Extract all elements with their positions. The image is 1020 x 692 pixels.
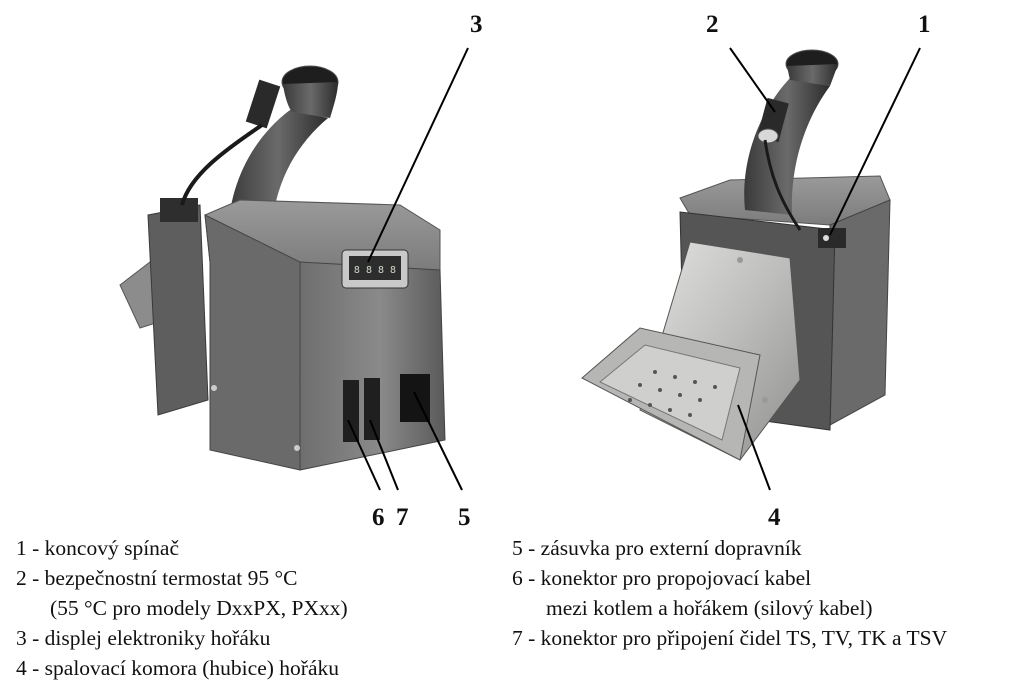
callout-3: 3 [470, 11, 483, 38]
callout-5: 5 [458, 504, 471, 531]
left-thermostat [245, 79, 281, 129]
tray-holes [628, 370, 717, 417]
right-limit-switch [818, 228, 846, 248]
leader-7 [369, 419, 399, 491]
leader-5 [413, 391, 463, 491]
callout-1: 1 [918, 11, 931, 38]
legend-item-7: 7 - konektor pro připojení čidel TS, TV,… [512, 626, 948, 650]
legend-item-6-note: mezi kotlem a hořákem (silový kabel) [546, 596, 873, 620]
legend-item-1: 1 - koncový spínač [16, 536, 180, 560]
legend-item-4: 4 - spalovací komora (hubice) hořáku [16, 656, 339, 680]
legend: 1 - koncový spínač 2 - bezpečnostní term… [0, 533, 1020, 692]
callout-6: 6 [372, 504, 385, 531]
leader-3 [367, 47, 469, 263]
connector-6 [343, 380, 359, 442]
left-display-screen [349, 256, 401, 280]
leader-2 [729, 47, 776, 113]
left-flange [147, 204, 209, 416]
leader-1 [829, 47, 921, 236]
legend-item-2: 2 - bezpečnostní termostat 95 °C [16, 566, 298, 590]
legend-item-2-note: (55 °C pro modely DxxPX, PXxx) [50, 596, 348, 620]
leader-6 [347, 419, 381, 491]
callout-2: 2 [706, 11, 719, 38]
legend-item-3: 3 - displej elektroniky hořáku [16, 626, 271, 650]
leader-lines [347, 47, 921, 491]
left-burner: 8 8 8 8 [119, 65, 446, 471]
right-burner [581, 49, 891, 461]
leader-4 [737, 404, 771, 491]
connector-7 [364, 378, 380, 440]
legend-item-5: 5 - zásuvka pro externí dopravník [512, 536, 802, 560]
legend-left-column: 1 - koncový spínač 2 - bezpečnostní term… [16, 533, 348, 683]
burner-illustration: 8 8 8 8 [119, 47, 921, 491]
left-body-side [204, 214, 301, 471]
left-display-text: 8 8 8 8 [354, 265, 396, 276]
left-switch-block [160, 198, 198, 222]
burner-figure: 8 8 8 8 [119, 11, 931, 531]
legend-item-6: 6 - konektor pro propojovací kabel [512, 566, 812, 590]
callout-4: 4 [768, 504, 781, 531]
callout-7: 7 [396, 504, 409, 531]
legend-right-column: 5 - zásuvka pro externí dopravník 6 - ko… [512, 533, 947, 653]
